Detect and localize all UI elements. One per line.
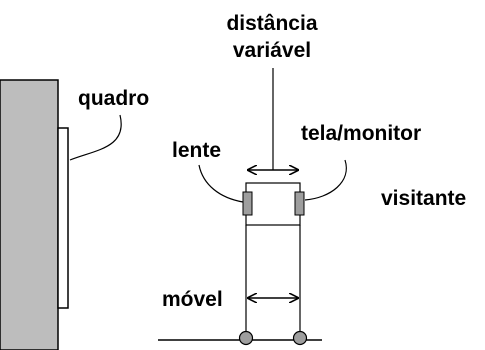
lens-leader xyxy=(198,164,244,203)
lens xyxy=(242,191,253,216)
lens-label: lente xyxy=(172,139,221,162)
screen-leader xyxy=(304,159,347,201)
furniture-label: móvel xyxy=(162,288,223,311)
distance-label-line2: variável xyxy=(233,39,311,62)
frame-label: quadro xyxy=(78,87,149,110)
frame-leader xyxy=(69,114,122,161)
picture-frame xyxy=(57,127,69,309)
screen-monitor xyxy=(294,191,305,216)
screen-label: tela/monitor xyxy=(301,122,421,145)
wheel-right xyxy=(292,330,308,346)
wheel-left xyxy=(238,330,254,346)
visitor-label: visitante xyxy=(381,187,466,210)
wall xyxy=(0,79,59,350)
distance-label-line1: distância xyxy=(226,12,317,35)
device-housing xyxy=(245,182,301,226)
